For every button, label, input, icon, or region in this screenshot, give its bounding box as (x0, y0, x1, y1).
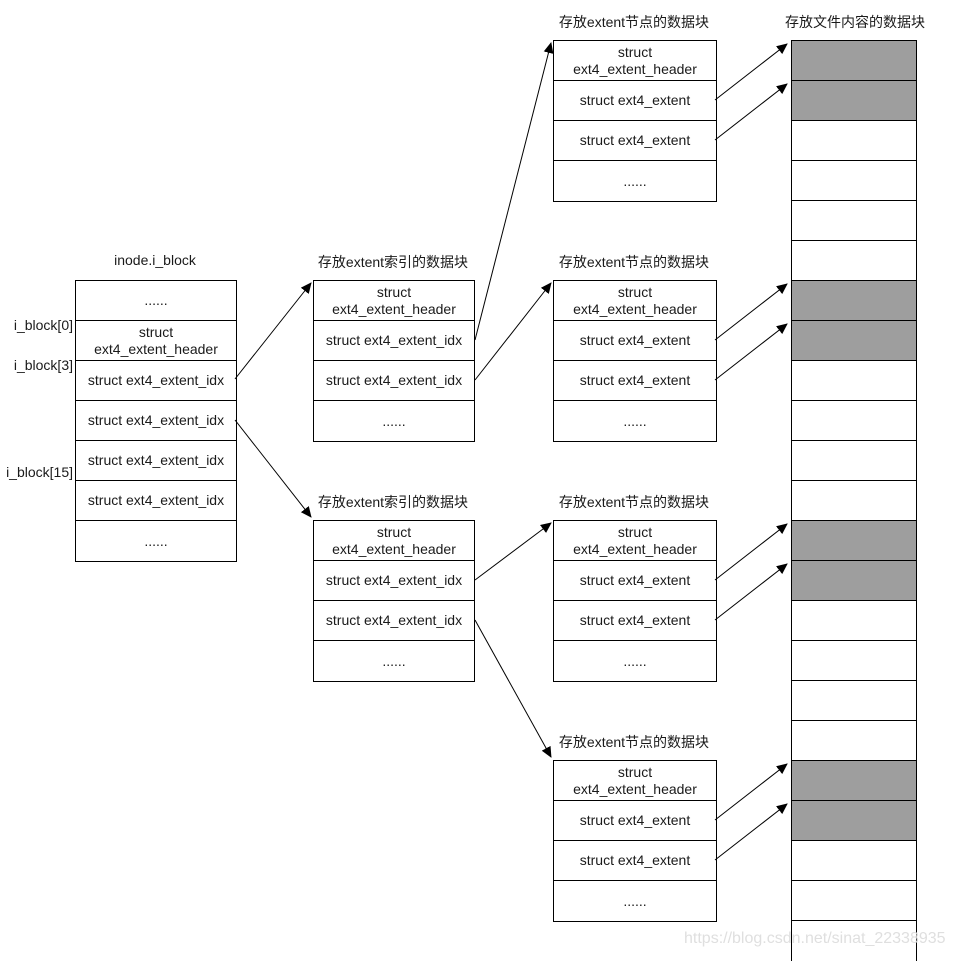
table-row: struct ext4_extent_header (554, 761, 716, 801)
table-row: struct ext4_extent_idx (76, 441, 236, 481)
node-block-4-title: 存放extent节点的数据块 (558, 734, 710, 750)
arrow-index-b-idx1-to-node-3 (474, 522, 552, 581)
table-row: struct ext4_extent (554, 561, 716, 601)
content-block-free (792, 441, 916, 481)
extent-index-block-a: struct ext4_extent_header struct ext4_ex… (313, 280, 475, 442)
watermark-text: https://blog.csdn.net/sinat_22338935 (684, 930, 946, 947)
content-block-used (792, 321, 916, 361)
content-block-free (792, 401, 916, 441)
arrow-node3-extent2-to-block (714, 563, 788, 621)
content-block-used (792, 561, 916, 601)
table-row: struct ext4_extent_header (554, 281, 716, 321)
table-row: struct ext4_extent_idx (314, 601, 474, 641)
inode-i-block-table: ...... struct ext4_extent_header struct … (75, 280, 237, 562)
arrow-node2-extent2-to-block (714, 323, 788, 381)
table-row: struct ext4_extent_header (314, 521, 474, 561)
table-row: struct ext4_extent_idx (314, 361, 474, 401)
index-block-a-title: 存放extent索引的数据块 (317, 254, 469, 270)
content-block-free (792, 721, 916, 761)
table-row: struct ext4_extent (554, 321, 716, 361)
table-row: ...... (144, 532, 168, 549)
content-block-used (792, 801, 916, 841)
table-row: struct ext4_extent (554, 601, 716, 641)
table-row: ...... (382, 652, 406, 669)
content-block-free (792, 361, 916, 401)
content-block-used (792, 41, 916, 81)
content-block-free (792, 121, 916, 161)
table-row: struct ext4_extent (554, 81, 716, 121)
table-row: struct ext4_extent_idx (314, 321, 474, 361)
table-row: struct ext4_extent (554, 121, 716, 161)
arrow-node4-extent1-to-block (714, 763, 788, 821)
table-row: struct ext4_extent_idx (76, 361, 236, 401)
table-row: ...... (382, 412, 406, 429)
table-row: struct ext4_extent_idx (76, 481, 236, 521)
table-row: ...... (623, 652, 647, 669)
table-row: struct ext4_extent_header (554, 521, 716, 561)
content-block-free (792, 241, 916, 281)
content-column (791, 40, 917, 961)
table-row: struct ext4_extent (554, 801, 716, 841)
label-i-block-15: i_block[15] (0, 464, 73, 480)
label-i-block-0: i_block[0] (0, 317, 73, 333)
arrow-node4-extent2-to-block (714, 803, 788, 861)
arrow-node2-extent1-to-block (714, 283, 788, 341)
node-block-1-title: 存放extent节点的数据块 (558, 14, 710, 30)
content-block-used (792, 81, 916, 121)
content-block-used (792, 521, 916, 561)
node-block-3-title: 存放extent节点的数据块 (558, 494, 710, 510)
arrow-inode-idx2-to-index-b (234, 419, 312, 518)
arrow-node1-extent2-to-block (714, 83, 788, 141)
inode-table-title: inode.i_block (114, 252, 196, 268)
extent-node-block-3: struct ext4_extent_header struct ext4_ex… (553, 520, 717, 682)
table-row: struct ext4_extent (554, 361, 716, 401)
arrow-index-a-idx1-to-node-1 (474, 42, 554, 341)
content-block-free (792, 641, 916, 681)
content-block-free (792, 601, 916, 641)
content-block-free (792, 201, 916, 241)
label-i-block-3: i_block[3] (0, 357, 73, 373)
node-block-2-title: 存放extent节点的数据块 (558, 254, 710, 270)
content-column-title: 存放文件内容的数据块 (785, 14, 925, 30)
content-block-free (792, 841, 916, 881)
table-row: ...... (623, 892, 647, 909)
table-row: ...... (623, 172, 647, 189)
table-row: struct ext4_extent_header (76, 321, 236, 361)
table-row: struct ext4_extent (554, 841, 716, 881)
arrow-index-a-idx2-to-node-2 (474, 282, 552, 381)
arrow-index-b-idx2-to-node-4 (474, 619, 552, 758)
table-row: ...... (623, 412, 647, 429)
content-block-free (792, 681, 916, 721)
content-block-free (792, 481, 916, 521)
table-row: struct ext4_extent_header (554, 41, 716, 81)
arrow-node1-extent1-to-block (714, 43, 788, 101)
arrow-inode-idx1-to-index-a (234, 282, 312, 380)
extent-node-block-4: struct ext4_extent_header struct ext4_ex… (553, 760, 717, 922)
extent-node-block-1: struct ext4_extent_header struct ext4_ex… (553, 40, 717, 202)
arrow-node3-extent1-to-block (714, 523, 788, 581)
content-block-used (792, 761, 916, 801)
table-row: struct ext4_extent_idx (314, 561, 474, 601)
content-block-free (792, 921, 916, 961)
table-row: struct ext4_extent_header (314, 281, 474, 321)
content-block-free (792, 881, 916, 921)
index-block-b-title: 存放extent索引的数据块 (317, 494, 469, 510)
extent-index-block-b: struct ext4_extent_header struct ext4_ex… (313, 520, 475, 682)
content-block-free (792, 161, 916, 201)
table-row: struct ext4_extent_idx (76, 401, 236, 441)
content-block-used (792, 281, 916, 321)
extent-node-block-2: struct ext4_extent_header struct ext4_ex… (553, 280, 717, 442)
table-row: ...... (76, 281, 236, 321)
